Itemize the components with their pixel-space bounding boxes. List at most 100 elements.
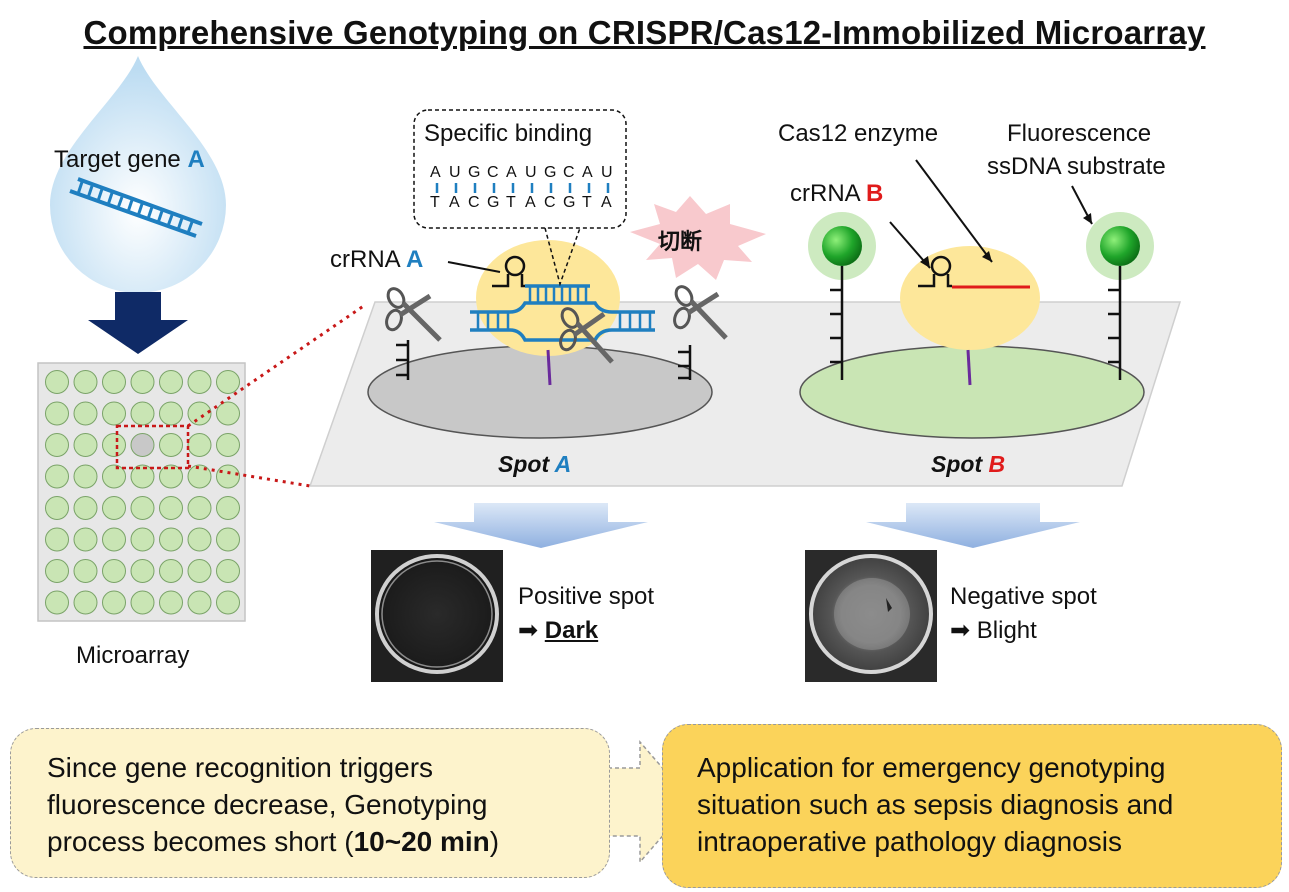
- microarray-well: [45, 527, 69, 552]
- microarray-well: [159, 433, 183, 457]
- microarray-well: [130, 401, 155, 426]
- cleave-burst: [630, 196, 766, 280]
- microarray-well: [130, 370, 155, 394]
- spot-b-label: Spot B: [931, 451, 1005, 478]
- target-dna-icon: [69, 177, 203, 238]
- microarray-well: [102, 590, 126, 615]
- fluorescent-probe-right: [1086, 212, 1154, 380]
- summary-line-text: process becomes short (: [47, 826, 354, 857]
- binding-title: Specific binding: [424, 120, 593, 147]
- microarray-well: [187, 559, 212, 583]
- application-line: Application for emergency genotyping: [697, 752, 1166, 783]
- rna-base: A: [430, 164, 441, 181]
- cas12-pointer: [915, 159, 993, 263]
- microarray-well: [45, 559, 69, 583]
- dna-base: A: [449, 194, 460, 211]
- target-gene-text: Target gene: [54, 146, 188, 173]
- microarray-well: [45, 464, 69, 489]
- crrna-b-letter: B: [866, 180, 884, 207]
- crrna-a-text: crRNA: [330, 246, 407, 273]
- rna-base: G: [544, 164, 557, 181]
- microarray-well: [45, 401, 69, 426]
- rna-base: C: [487, 164, 499, 181]
- microarray-well: [159, 590, 183, 615]
- microarray-well: [216, 401, 240, 426]
- microarray-well: [216, 370, 240, 394]
- negative-spot-label: Negative spot: [950, 583, 1097, 610]
- microarray-well: [216, 433, 240, 457]
- substrate-pointer-head: [1083, 213, 1092, 224]
- microarray-chip: [37, 362, 246, 622]
- positive-result: ➡ Dark: [518, 616, 598, 645]
- microarray-well: [216, 527, 240, 552]
- microarray-well: [45, 433, 69, 457]
- dna-base: A: [525, 194, 536, 211]
- sample-drop: [50, 56, 226, 293]
- crrna-a-letter: A: [406, 246, 424, 273]
- rna-base: U: [449, 164, 461, 181]
- microarray-well: [130, 559, 155, 583]
- microarray-well: [187, 464, 212, 489]
- microarray-well: [187, 590, 212, 615]
- microarray-well: [73, 401, 98, 426]
- microarray-well: [102, 433, 126, 457]
- arrow-glyph: ➡: [518, 617, 545, 644]
- scissors-icon: [559, 307, 614, 364]
- crrna-b-text: crRNA: [790, 180, 867, 207]
- rna-base: C: [563, 164, 575, 181]
- microarray-well: [159, 496, 183, 520]
- microarray-well: [73, 590, 98, 615]
- spot-b-letter: B: [988, 451, 1006, 477]
- spot-a-letter: A: [554, 451, 572, 477]
- microarray-well: [73, 527, 98, 552]
- application-box: Application for emergency genotyping sit…: [662, 724, 1282, 888]
- microarray-well: [102, 559, 126, 583]
- microarray-well: [187, 433, 212, 457]
- scissors-icon: [673, 285, 728, 340]
- fluorescence-label-line2: ssDNA substrate: [987, 153, 1166, 180]
- spot-b-ellipse: [799, 345, 1145, 439]
- microarray-label: Microarray: [76, 642, 190, 669]
- callout-tail: [544, 227, 581, 287]
- microarray-well: [159, 559, 183, 583]
- microarray-well: [45, 496, 69, 520]
- summary-line-last: process becomes short (10~20 min): [47, 823, 579, 860]
- microarray-well: [45, 590, 69, 615]
- crrna-b-label: crRNA B: [790, 180, 883, 208]
- scissors-icon: [385, 287, 442, 342]
- microarray-well: [130, 496, 155, 520]
- microarray-well: [102, 464, 126, 489]
- microarray-well: [216, 590, 240, 615]
- microarray-well-target: [130, 433, 155, 457]
- down-arrow-icon: [88, 292, 188, 354]
- rna-base: U: [601, 164, 613, 181]
- positive-result-value: Dark: [544, 617, 599, 644]
- microarray-well: [73, 370, 98, 394]
- dna-base: C: [468, 194, 480, 211]
- spot-a-label: Spot A: [498, 451, 571, 478]
- rna-base: A: [582, 164, 593, 181]
- negative-result: ➡ Blight: [950, 616, 1037, 645]
- summary-close: ): [489, 826, 500, 857]
- dna-base: C: [544, 194, 556, 211]
- dna-base: T: [506, 194, 516, 211]
- microarray-well: [187, 496, 212, 520]
- tether-b: [966, 349, 972, 386]
- microarray-well: [159, 464, 183, 489]
- negative-spot-image: [805, 550, 937, 682]
- cleave-badge-text: 切断: [658, 229, 703, 254]
- microarray-well: [159, 527, 183, 552]
- microarray-well: [102, 401, 126, 426]
- arrow-glyph: ➡: [950, 617, 977, 644]
- target-gene-letter: A: [187, 146, 205, 173]
- positive-spot-label: Positive spot: [518, 583, 655, 610]
- summary-emphasis: 10~20 min: [353, 826, 490, 857]
- zoom-line-top: [187, 303, 366, 428]
- microarray-well: [73, 496, 98, 520]
- summary-box: Since gene recognition triggers fluoresc…: [10, 728, 610, 878]
- positive-spot-image: [371, 550, 503, 682]
- summary-line: Since gene recognition triggers: [47, 752, 434, 783]
- microarray-well: [73, 464, 98, 489]
- rna-base: A: [506, 164, 517, 181]
